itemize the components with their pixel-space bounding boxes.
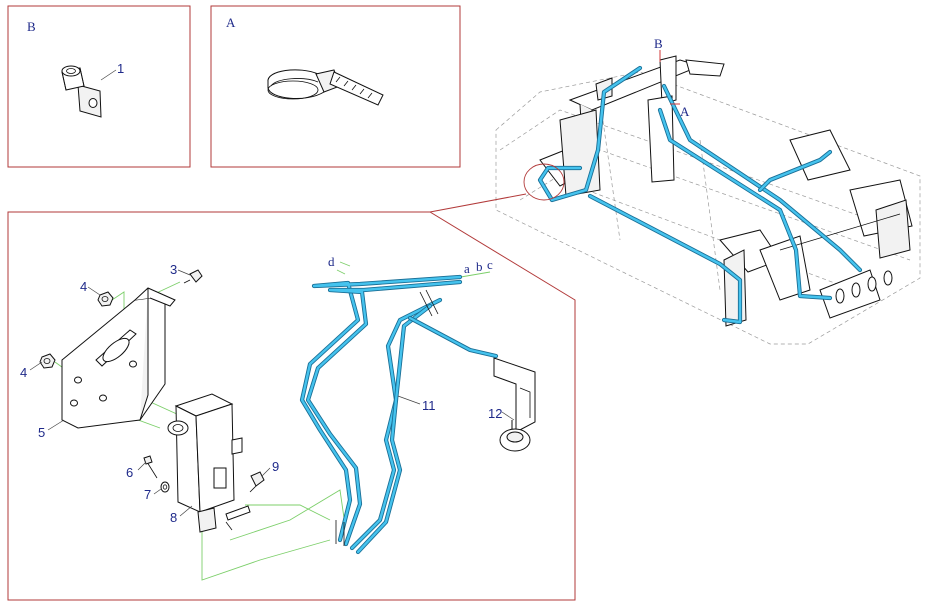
detail-b-frame (7, 5, 191, 168)
callout-9: 9 (272, 459, 279, 474)
detail-b-panel: B 1 (7, 5, 191, 168)
bolt-part-3 (183, 269, 203, 284)
nut-part-4-left (39, 353, 56, 369)
line-end-a: a (464, 261, 470, 276)
callout-7: 7 (144, 487, 151, 502)
detail-connector-line (429, 193, 527, 213)
callout-8: 8 (170, 510, 177, 525)
callout-3: 3 (170, 262, 177, 277)
washer-part-7 (160, 481, 170, 493)
chassis-marker-b: B (654, 36, 663, 51)
cable-tie-part (267, 69, 384, 106)
nut-part-4-top (97, 291, 114, 307)
screw-part-6 (143, 455, 158, 479)
chassis-overview: B A (429, 36, 921, 345)
detail-a-frame (210, 5, 461, 168)
bolt-part-9 (249, 471, 265, 493)
detail-a-letter: A (226, 15, 236, 30)
line-end-c: c (487, 257, 493, 272)
callout-5: 5 (38, 425, 45, 440)
callout-4-top: 4 (80, 279, 87, 294)
line-end-d: d (328, 254, 335, 269)
detail-circle (523, 163, 565, 201)
detail-a-panel: A (210, 5, 461, 168)
callout-4-left: 4 (20, 365, 27, 380)
fitting-part-12 (493, 357, 536, 452)
callout-6: 6 (126, 465, 133, 480)
chassis-hose-routing (537, 65, 863, 325)
valve-block-part-8 (167, 393, 251, 533)
callout-1: 1 (117, 61, 124, 76)
assembly-panel: a b c d 3 4 4 5 6 7 8 9 11 12 (7, 211, 576, 601)
callout-12: 12 (488, 406, 502, 421)
chassis-crossmembers (539, 55, 913, 327)
assembly-frame (7, 211, 576, 601)
mounting-bracket-part-5 (61, 287, 176, 429)
hose-bundle-part-11 (299, 274, 499, 555)
line-end-b: b (476, 259, 483, 274)
clip-bracket-part-1 (61, 65, 102, 118)
detail-b-letter: B (27, 19, 36, 34)
callout-11: 11 (422, 398, 436, 413)
chassis-marker-a: A (680, 104, 690, 119)
